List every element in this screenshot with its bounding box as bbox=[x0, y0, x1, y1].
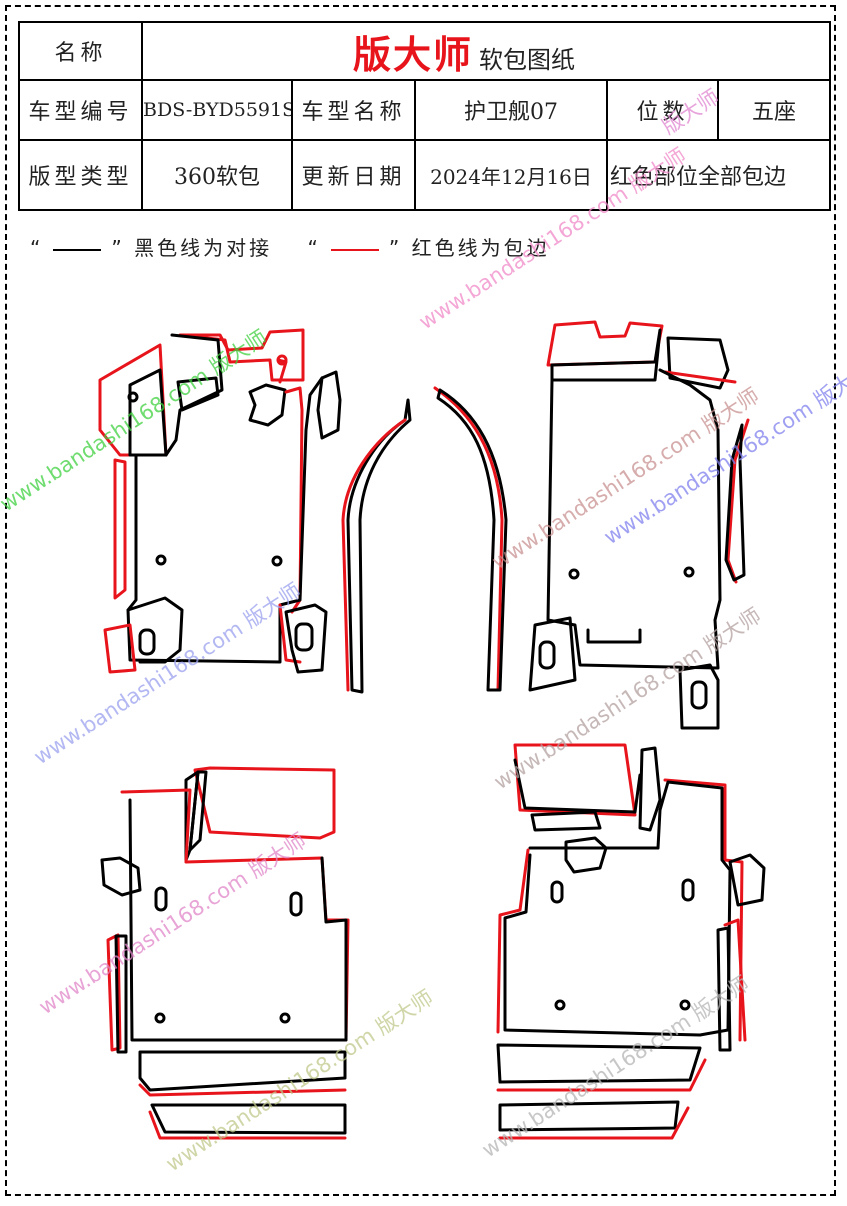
seats-label: 位数 bbox=[606, 79, 719, 141]
rear-right-piece bbox=[496, 743, 766, 1140]
doc-type: 软包图纸 bbox=[479, 45, 576, 74]
watermark: www.bandashi168.com 版大师 bbox=[478, 971, 754, 1162]
model-name: 护卫舰07 bbox=[414, 79, 608, 141]
front-left-piece bbox=[98, 328, 342, 674]
model-code-label: 车型编号 bbox=[18, 79, 143, 141]
watermark: www.bandashi168.com 版大师 bbox=[30, 578, 306, 769]
watermark: www.bandashi168.com 版大师 bbox=[35, 828, 311, 1019]
legend-red-text: 红色线为包边 bbox=[411, 236, 550, 260]
watermark: www.bandashi168.com 版大师 bbox=[488, 383, 764, 574]
right-side-strip bbox=[433, 386, 508, 692]
update-label: 更新日期 bbox=[291, 139, 416, 211]
legend-black-text: 黑色线为对接 bbox=[134, 236, 273, 260]
rear-left-piece bbox=[100, 766, 350, 1140]
seats-value: 五座 bbox=[716, 79, 832, 141]
model-name-label: 车型名称 bbox=[291, 79, 416, 141]
black-line-sample bbox=[53, 248, 102, 251]
left-side-strip bbox=[341, 398, 412, 694]
watermark: www.bandashi168.com 版大师 bbox=[162, 985, 438, 1176]
page-border bbox=[5, 5, 836, 1196]
style-value: 360软包 bbox=[141, 139, 293, 211]
name-label: 名称 bbox=[18, 21, 143, 81]
red-line-sample bbox=[330, 248, 379, 251]
style-label: 版型类型 bbox=[18, 139, 143, 211]
title-cell: 版大师软包图纸 bbox=[140, 21, 832, 81]
edge-note: 红色部位全部包边 bbox=[605, 139, 832, 211]
watermark-brand: 版大师 bbox=[658, 85, 724, 139]
model-code: BDS-BYD5591S bbox=[141, 79, 293, 141]
update-date: 2024年12月16日 bbox=[414, 139, 608, 211]
watermark: www.bandashi168.com 版大师 bbox=[415, 143, 691, 334]
front-right-piece bbox=[528, 320, 750, 730]
spec-table: 名称 版大师软包图纸 车型编号 BDS-BYD5591S 车型名称 护卫舰07 … bbox=[18, 21, 832, 211]
brand-title: 版大师 bbox=[353, 31, 474, 77]
watermark: www.bandashi168.com 版大师 bbox=[600, 358, 847, 549]
legend: “” 黑色线为对接 “” 红色线为包边 bbox=[30, 236, 550, 260]
